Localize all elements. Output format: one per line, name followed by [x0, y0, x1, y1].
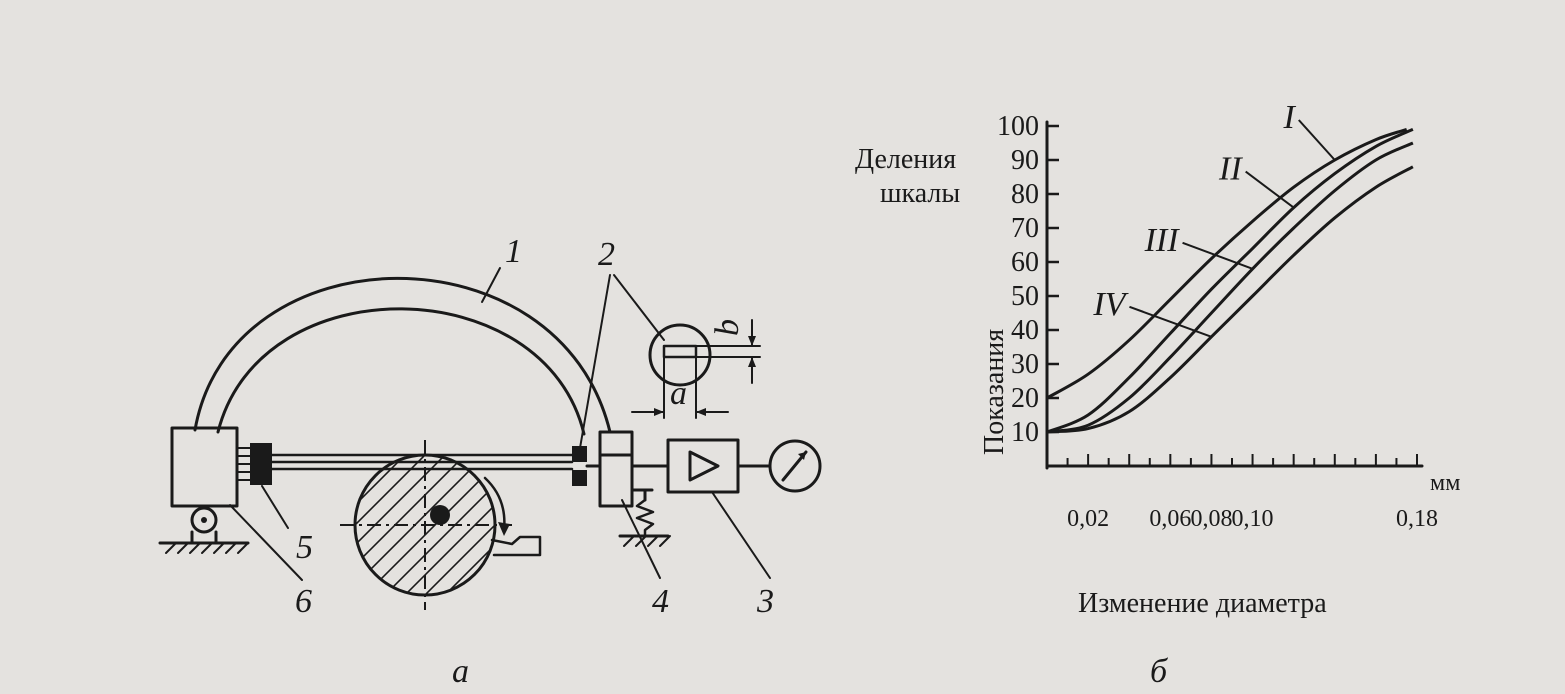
dial-indicator	[768, 439, 822, 493]
curve-leader-IV	[1129, 305, 1212, 338]
curve-IV	[1046, 165, 1414, 434]
caption-b: б	[1150, 653, 1169, 690]
caption-a: а	[452, 653, 469, 690]
ylabel-top-line1: Деления	[855, 144, 956, 175]
ylabel-side: Показания	[979, 329, 1010, 455]
y-tick-label: 30	[1011, 349, 1039, 380]
leader-2b	[613, 274, 665, 341]
nozzle-pad-top	[572, 446, 587, 462]
rotation-arrowhead	[498, 522, 510, 536]
curve-leader-I	[1298, 119, 1336, 161]
detail-gap	[662, 344, 698, 359]
housing-6	[170, 426, 239, 508]
dial-needle-tip	[798, 452, 806, 460]
pivot-support	[190, 506, 218, 534]
y-tick-label: 60	[1011, 247, 1039, 278]
leader-1	[481, 267, 501, 303]
xlabel: Изменение диаметра	[1078, 588, 1327, 619]
characteristic-graph: Деления шкалы Показания Изменение диамет…	[855, 99, 1460, 690]
curve-leader-III	[1182, 241, 1253, 270]
y-tick-label: 90	[1011, 145, 1039, 176]
support-spring	[635, 498, 655, 538]
y-tick-label: 20	[1011, 383, 1039, 414]
curves	[1046, 127, 1414, 434]
curve-III	[1046, 141, 1414, 434]
label-2: 2	[598, 236, 615, 273]
spring-block-5	[237, 443, 272, 485]
curve-label-IV: IV	[1092, 286, 1129, 323]
cutting-tool	[490, 535, 542, 557]
amplifier-symbol	[688, 450, 720, 482]
leader-6	[229, 504, 303, 581]
dim-a-head-right	[696, 408, 706, 416]
y-tick-label: 80	[1011, 179, 1039, 210]
shaft-center-mark	[430, 505, 450, 525]
y-tick-label: 70	[1011, 213, 1039, 244]
x-tick-label: 0,18	[1396, 506, 1438, 532]
ground-left-hatch	[165, 542, 249, 554]
y-tick-label: 50	[1011, 281, 1039, 312]
y-tick-label: 100	[997, 111, 1039, 142]
label-5: 5	[296, 529, 313, 566]
curve-leader-II	[1245, 170, 1295, 209]
label-dim-a: a	[670, 375, 687, 412]
x-tick-label: 0,02	[1067, 506, 1109, 532]
gauge-schematic: 1 2 3 4 5 6 a b а	[158, 233, 822, 690]
transducer-4	[598, 430, 634, 508]
curve-II	[1046, 128, 1414, 434]
curve-label-II: II	[1218, 151, 1243, 188]
curve-label-I: I	[1282, 99, 1296, 136]
curve-I	[1046, 127, 1408, 400]
pivot-pin	[201, 517, 207, 523]
x-tick-label: 0,08	[1190, 506, 1232, 532]
dim-b-head-top	[748, 336, 756, 346]
leader-4	[621, 499, 661, 579]
dim-a-head-left	[654, 408, 664, 416]
label-3: 3	[756, 583, 774, 620]
leader-2a	[579, 274, 611, 449]
label-4: 4	[652, 583, 669, 620]
nozzle-pad-bottom	[572, 470, 587, 486]
label-6: 6	[295, 583, 312, 620]
dim-b-head-bottom	[748, 357, 756, 367]
label-1: 1	[505, 233, 522, 270]
arc-tube-inner	[216, 307, 586, 436]
curve-label-III: III	[1144, 222, 1181, 259]
y-tick-label: 10	[1011, 417, 1039, 448]
label-dim-b: b	[709, 319, 746, 336]
x-unit: мм	[1430, 470, 1460, 496]
detail-view	[648, 323, 712, 387]
x-tick-label: 0,06	[1149, 506, 1191, 532]
leader-3	[711, 491, 771, 579]
leader-5	[261, 485, 289, 529]
ylabel-top-line2: шкалы	[880, 178, 960, 209]
amplifier-3	[666, 438, 740, 494]
shaft-hatching	[355, 455, 495, 595]
x-tick-label: 0,10	[1232, 506, 1274, 532]
arc-tube-outer	[193, 276, 612, 434]
y-tick-label: 40	[1011, 315, 1039, 346]
